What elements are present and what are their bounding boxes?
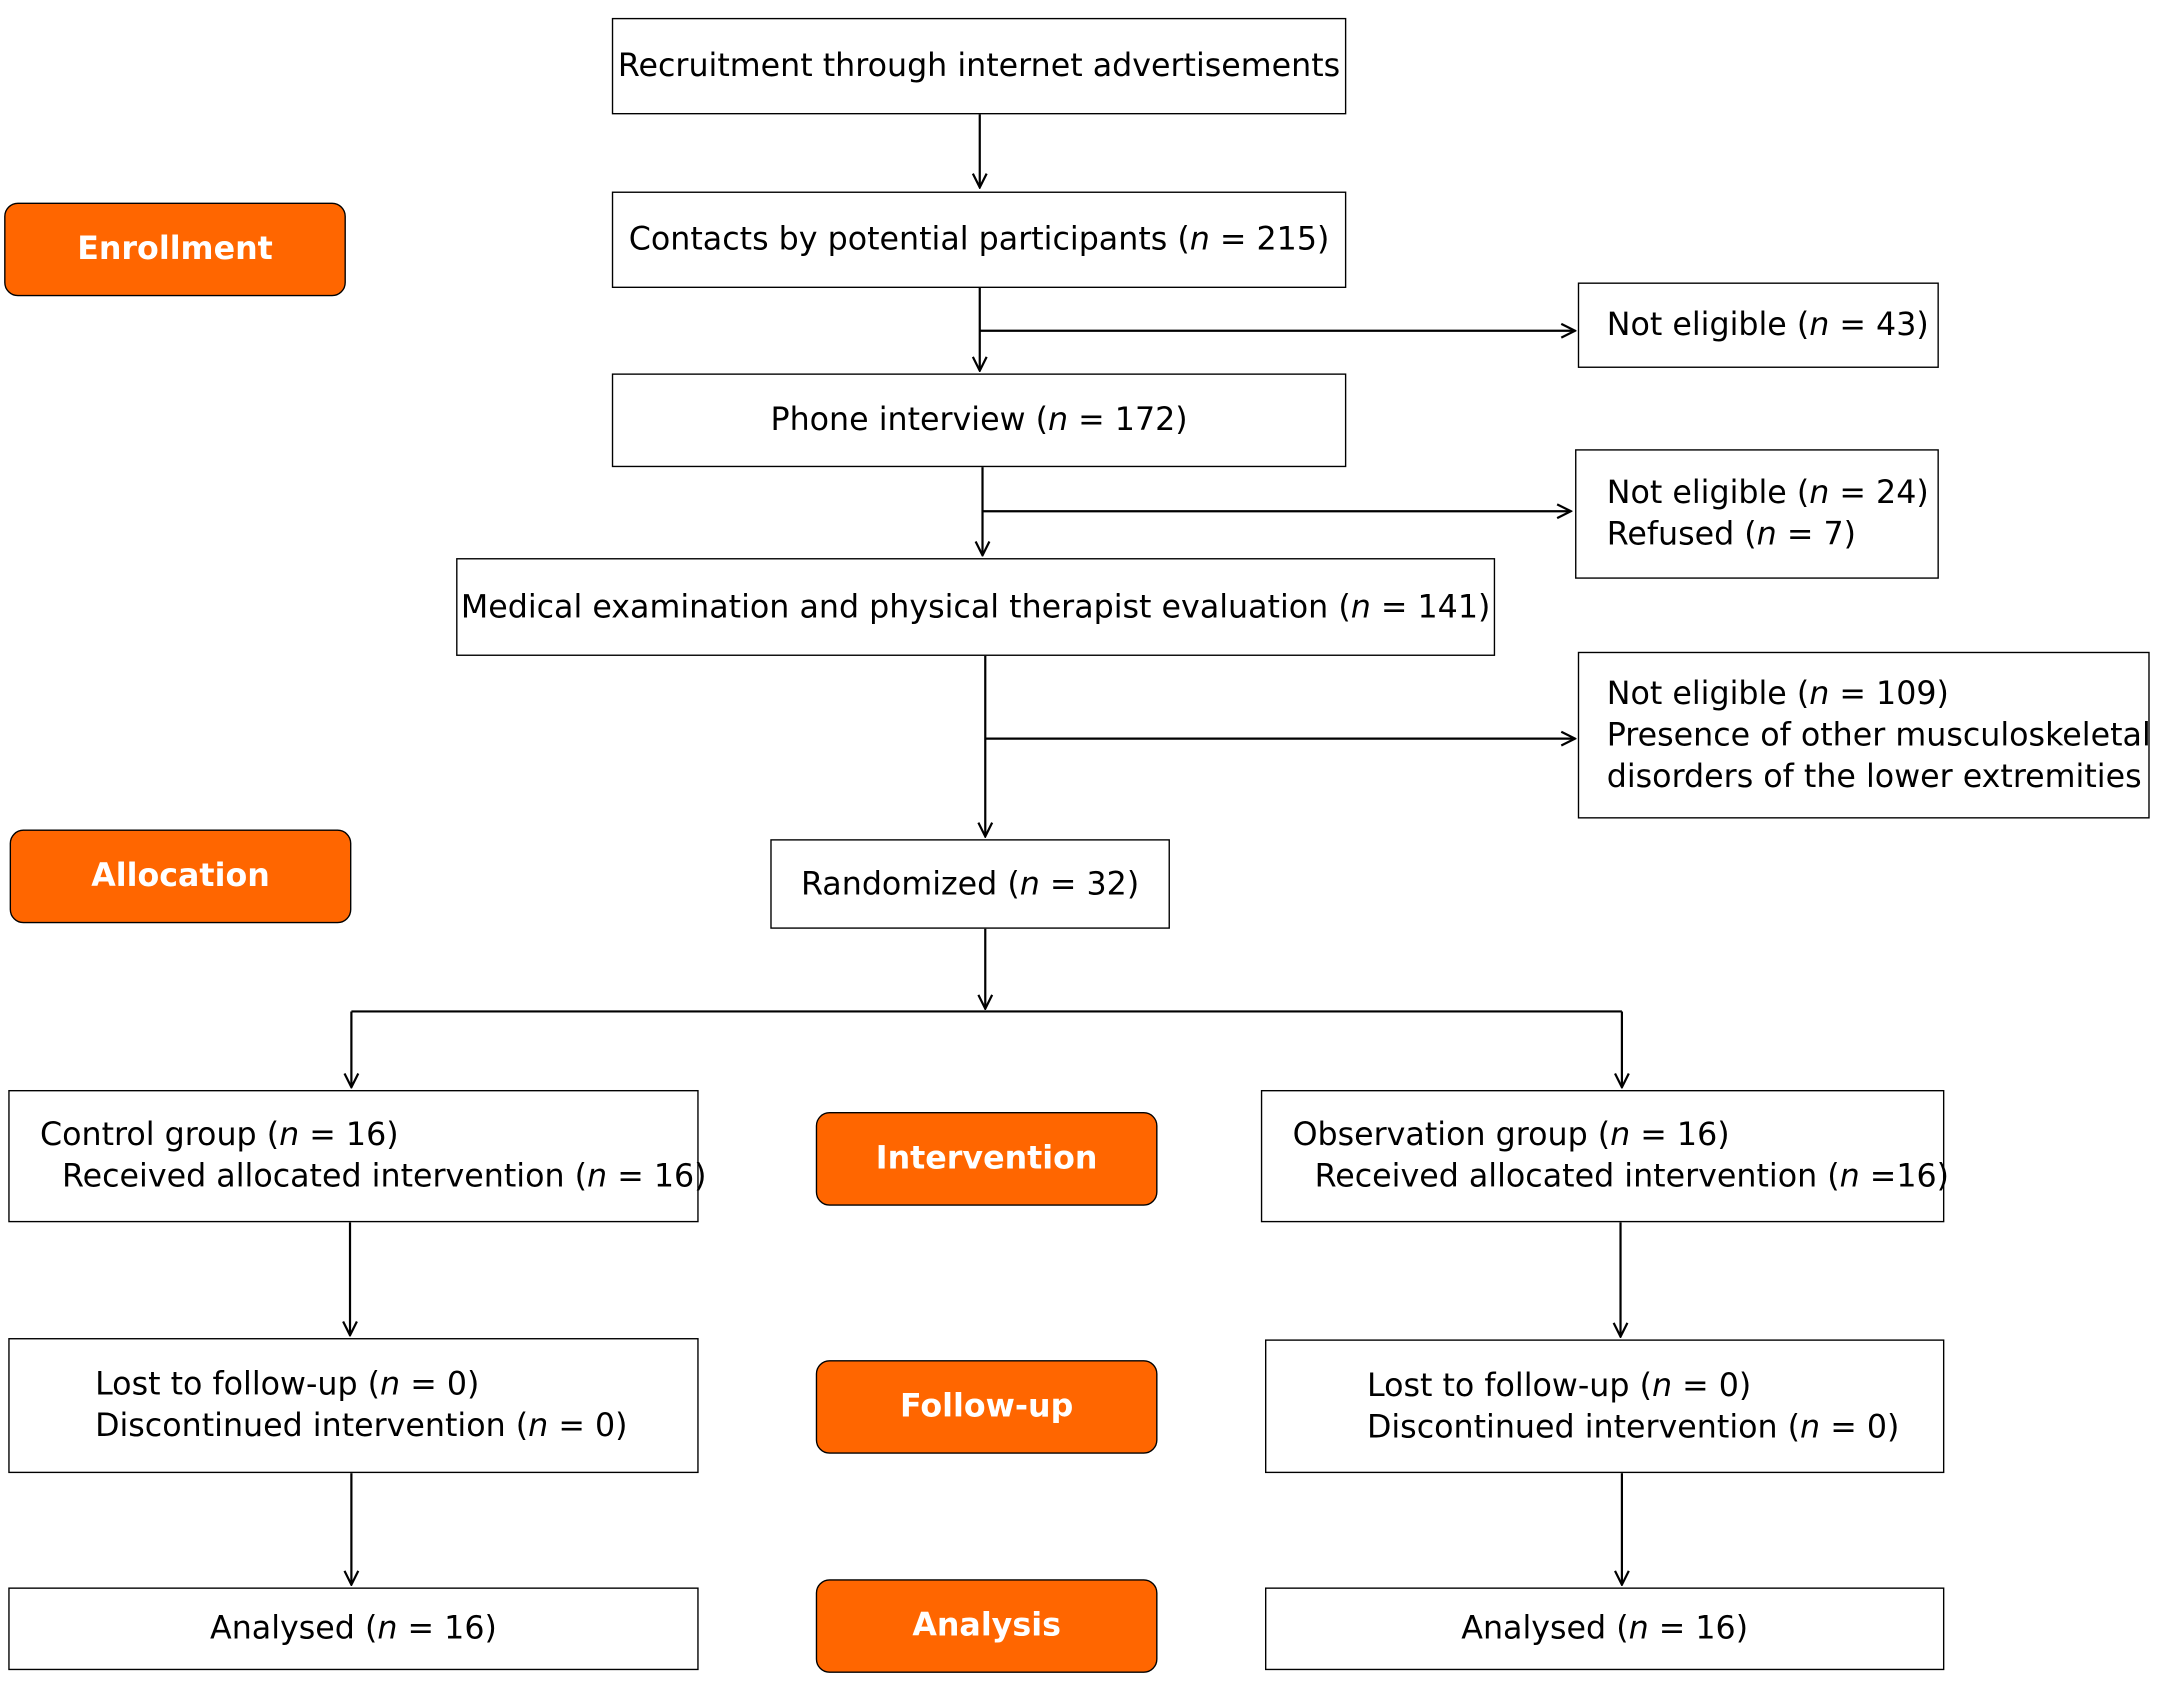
lost-to-followup-right-text: Lost to follow-up (n = 0)	[1366, 1367, 1752, 1404]
stage-label: Follow-up	[899, 1389, 1074, 1425]
followup-left-box: Lost to follow-up (n = 0) Discontinued i…	[8, 1338, 699, 1474]
control-group-box: Control group (n = 16) Received allocate…	[8, 1089, 707, 1223]
phone-interview-text: Phone interview (n = 172)	[770, 402, 1188, 439]
observation-group-box: Observation group (n = 16) Received allo…	[1260, 1089, 1950, 1223]
discontinued-left-text: Discontinued intervention (n = 0)	[95, 1408, 628, 1445]
stage-label: Allocation	[91, 858, 270, 895]
stage-intervention: Intervention	[815, 1112, 1158, 1206]
recruitment-text: Recruitment through internet advertiseme…	[617, 48, 1341, 85]
randomized-text: Randomized (n = 32)	[800, 866, 1140, 902]
stage-label: Analysis	[912, 1608, 1061, 1644]
analysed-right-box: Analysed (n = 16)	[1265, 1587, 1945, 1671]
medical-exam-text: Medical examination and physical therapi…	[460, 589, 1491, 625]
not-eligible-1-text: Not eligible (n = 43)	[1606, 307, 1929, 344]
not-eligible-box-3: Not eligible (n = 109) Presence of other…	[1577, 651, 2151, 819]
medical-exam-box: Medical examination and physical therapi…	[456, 558, 1496, 656]
stage-label: Enrollment	[77, 231, 273, 268]
stage-allocation: Allocation	[9, 829, 352, 924]
not-eligible-2-text: Not eligible (n = 24)	[1606, 475, 1929, 512]
not-eligible-box-2: Not eligible (n = 24) Refused (n = 7)	[1575, 449, 1939, 579]
followup-right-box: Lost to follow-up (n = 0) Discontinued i…	[1265, 1339, 1945, 1474]
not-eligible-3-reason-2: disorders of the lower extremities	[1606, 758, 2142, 795]
control-group-text: Control group (n = 16)	[39, 1117, 399, 1154]
discontinued-right-text: Discontinued intervention (n = 0)	[1366, 1409, 1900, 1445]
contacts-text: Contacts by potential participants (n = …	[628, 221, 1330, 258]
analysed-left-box: Analysed (n = 16)	[8, 1587, 699, 1671]
analysed-right-text: Analysed (n = 16)	[1461, 1610, 1749, 1647]
recruitment-box: Recruitment through internet advertiseme…	[611, 17, 1347, 115]
not-eligible-3-reason-1: Presence of other musculoskeletal	[1606, 717, 2151, 754]
control-received-text: Received allocated intervention (n = 16)	[62, 1158, 707, 1195]
not-eligible-3-text: Not eligible (n = 109)	[1606, 675, 1949, 712]
not-eligible-box-1: Not eligible (n = 43)	[1577, 282, 1939, 368]
refused-text: Refused (n = 7)	[1606, 516, 1856, 553]
stage-follow-up: Follow-up	[815, 1360, 1158, 1454]
contacts-box: Contacts by potential participants (n = …	[611, 191, 1347, 289]
observation-group-text: Observation group (n = 16)	[1292, 1117, 1730, 1154]
stage-label: Intervention	[875, 1140, 1098, 1177]
phone-interview-box: Phone interview (n = 172)	[611, 373, 1347, 468]
randomized-box: Randomized (n = 32)	[770, 839, 1170, 929]
stage-enrollment: Enrollment	[4, 202, 346, 297]
stage-analysis: Analysis	[815, 1579, 1158, 1673]
lost-to-followup-left-text: Lost to follow-up (n = 0)	[95, 1366, 480, 1403]
observation-received-text: Received allocated intervention (n =16)	[1314, 1158, 1950, 1195]
analysed-left-text: Analysed (n = 16)	[210, 1610, 497, 1647]
